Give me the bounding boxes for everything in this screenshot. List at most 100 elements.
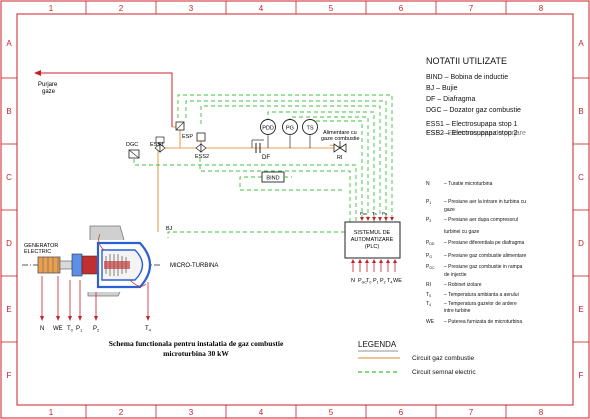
row-label-d-right: D (578, 239, 584, 248)
bind-block: BIND (261, 171, 292, 183)
column-label-1: 1 (49, 4, 54, 13)
column-label-3-bottom: 3 (189, 408, 194, 417)
sensor-group: PDD PG TS (251, 119, 318, 148)
row-label-a-right: A (578, 39, 584, 48)
row-label-d: D (6, 239, 12, 248)
notation-detail-row: T0– Temperatura ambianta a aerului (426, 292, 519, 298)
caption-line-2: microturbina 30 kW (163, 349, 229, 358)
legend-signal-label: Circuit semnal electric (412, 369, 476, 376)
generator-line-2: ELECTRIC (24, 249, 51, 255)
plc-input-we: WE (393, 278, 402, 284)
ess2-label: ESS2 (195, 154, 209, 160)
row-label-c: C (6, 173, 12, 182)
row-label-c-right: C (578, 173, 584, 182)
ess2-block: ESS2 (195, 132, 209, 160)
notation-bind: BIND – Bobina de inductie (426, 74, 508, 81)
plc-top-ts: TS (372, 211, 377, 216)
measurement-arrowheads (40, 316, 150, 321)
pdd-label: PDD (262, 126, 274, 132)
notation-detail-row: gaze (444, 207, 455, 213)
column-label-8: 8 (539, 4, 544, 13)
ts-label: TS (306, 126, 313, 132)
measure-t0: T0 (67, 326, 74, 333)
notation-detail-row: de injectie (444, 272, 467, 278)
notation-detail-row: P2– Presiune aer dupa compresorul (426, 217, 518, 223)
notation-detail-row: WE– Puterea furnizata de microturbina (426, 319, 522, 325)
pg-sensor-icon (282, 119, 298, 135)
notation-detail-row: turbinei cu gaze (444, 229, 480, 235)
legend-panel: LEGENDA Circuit gaz combustie Circuit se… (358, 340, 476, 376)
column-label-4: 4 (259, 4, 264, 13)
notation-detail-row: PG– Presiune gaz combustie alimentare (426, 253, 526, 259)
notation-detail-row: RI– Robinet izolare (426, 282, 482, 288)
column-label-5-bottom: 5 (329, 408, 334, 417)
plc-top-pdd: PDD (360, 211, 368, 216)
legend-gas-label: Circuit gaz combustie (412, 355, 475, 362)
plc-line-3: (PLC) (365, 244, 380, 250)
notation-ess2: ESS2 – Electrosupapa stop 2 (426, 130, 518, 137)
plc-line-1: SISTEMUL DE (354, 230, 391, 236)
measure-p2: P2 (93, 326, 100, 333)
microturbine-assembly: GENERATOR ELECTRIC BJ MICRO-TURBINA (22, 225, 218, 297)
plc-input-pgc: PGC (358, 278, 367, 285)
diafragma: DF (255, 143, 270, 161)
column-label-7: 7 (469, 4, 474, 13)
row-label-e-right: E (578, 305, 583, 314)
caption-line-1: Schema functionala pentru instalatia de … (109, 339, 284, 348)
notation-detail-row: T4– Temperatura gazelor de ardere (426, 301, 517, 307)
notation-esp: ESP – Electrosupapa de purjare (426, 130, 526, 137)
signal-circuit (133, 94, 393, 238)
purjare-line-1: Purjare (38, 82, 58, 88)
notation-detail-row: N– Turatie microturbina (426, 181, 493, 187)
measure-t4: T4 (145, 326, 152, 333)
isolation-valve: RI Alimentare cu gaze combustie (321, 130, 360, 161)
column-label-6: 6 (399, 4, 404, 13)
measurement-arrows (41, 276, 149, 318)
row-label-f-right: F (579, 371, 584, 380)
measure-we: WE (53, 326, 63, 332)
notation-detail-row: intre turbine (444, 308, 471, 314)
pg-label: PG (286, 126, 294, 132)
column-label-1-bottom: 1 (49, 408, 54, 417)
row-label-e: E (6, 305, 11, 314)
dgc-label: DGC (126, 142, 138, 148)
legend-title: LEGENDA (358, 340, 397, 349)
ess1-block: ESS1 (150, 136, 166, 153)
column-label-6-bottom: 6 (399, 408, 404, 417)
df-label: DF (262, 155, 270, 161)
plc-input-t4: T4 (387, 278, 392, 285)
notation-bj: BJ – Bujie (426, 85, 458, 92)
plc-top-pg: PG (382, 211, 388, 216)
dgc-block: DGC (126, 142, 140, 159)
microturbina-label: MICRO-TURBINA (170, 263, 218, 269)
purjare-line-2: gaze (42, 89, 56, 95)
measure-n: N (40, 326, 44, 332)
ts-sensor-icon (302, 119, 318, 135)
row-label-b-right: B (578, 107, 583, 116)
notation-ess1: ESS1 – Electrosupapa stop 1 (426, 121, 518, 128)
plc-input-p1: P1 (373, 278, 379, 285)
column-label-7-bottom: 7 (469, 408, 474, 417)
notation-detail-row: P1– Presiune aer la intrare in turbina c… (426, 199, 526, 205)
row-label-f: F (7, 371, 12, 380)
plc-line-2: AUTOMATIZARE (351, 237, 394, 243)
purge-line (34, 70, 173, 127)
notation-detail-row: PDD– Presiune diferentiala pe diafragma (426, 240, 525, 246)
notations-panel: NOTATII UTILIZATE BIND – Bobina de induc… (426, 56, 526, 325)
column-label-2: 2 (119, 4, 124, 13)
esp-label: ESP (182, 134, 193, 140)
plc-input-t0: T0 (366, 278, 371, 285)
measure-p1: P1 (76, 326, 83, 333)
plc-input-p2: P2 (380, 278, 386, 285)
row-label-a: A (6, 39, 12, 48)
column-label-2-bottom: 2 (119, 408, 124, 417)
bj-label: BJ (166, 226, 173, 232)
column-label-4-bottom: 4 (259, 408, 264, 417)
column-label-3: 3 (189, 4, 194, 13)
gas-circuit (157, 126, 346, 232)
ess1-label: ESS1 (150, 142, 164, 148)
ri-label: RI (337, 155, 343, 161)
generator-line-1: GENERATOR (24, 243, 58, 249)
